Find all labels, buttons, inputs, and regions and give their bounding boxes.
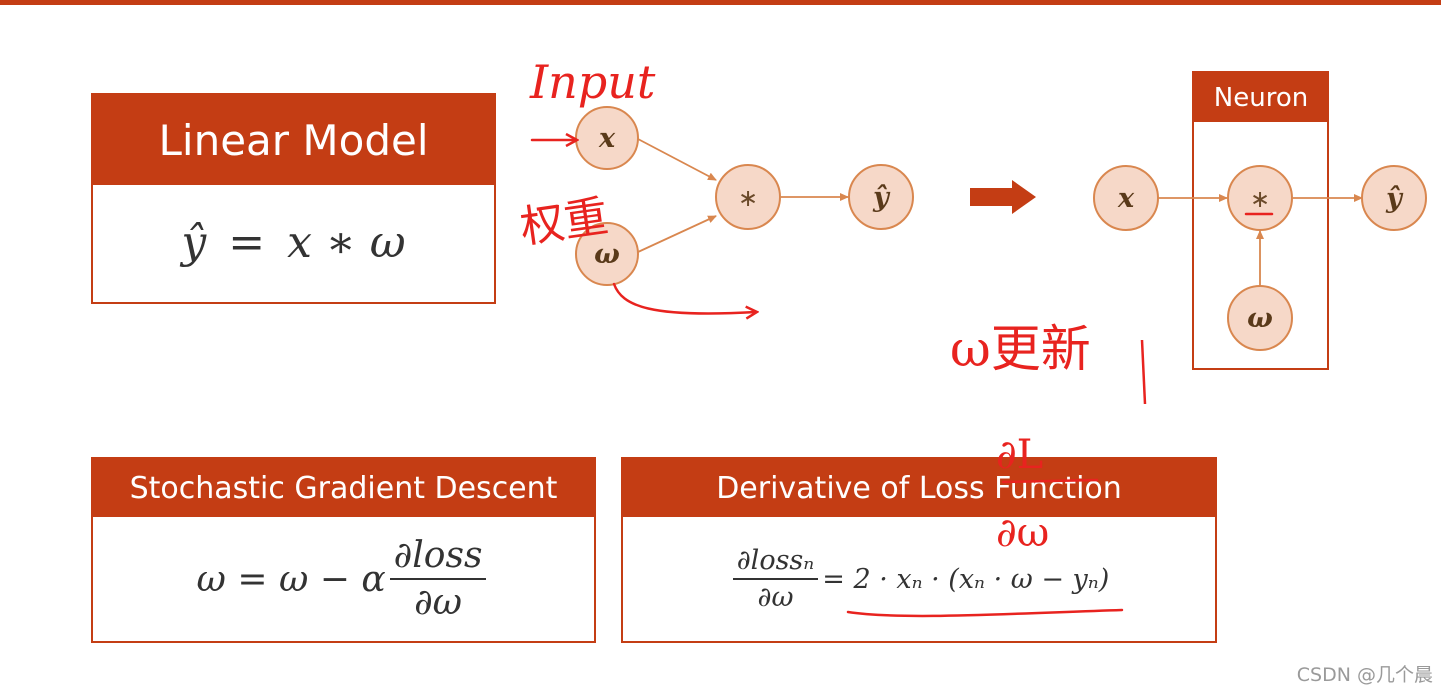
derivative-box: Derivative of Loss Function ∂lossₙ ∂ω = … xyxy=(621,457,1217,643)
neuron-header xyxy=(1193,72,1328,122)
sgd-formula: ω = ω − α ∂loss ∂ω xyxy=(93,517,594,641)
derivative-formula: ∂lossₙ ∂ω = 2 · xₙ · (xₙ · ω − yₙ) xyxy=(623,517,1215,641)
ink-partial-l: ∂L xyxy=(996,432,1043,478)
sgd-box: Stochastic Gradient Descent ω = ω − α ∂l… xyxy=(91,457,596,643)
node-right-y-hat-label: ŷ xyxy=(1385,183,1404,214)
sgd-denominator: ∂ω xyxy=(414,582,463,623)
formula-rhs: x ∗ ω xyxy=(287,217,406,268)
sgd-lhs: ω = ω − α xyxy=(196,558,386,600)
node-x-label: x xyxy=(598,123,616,154)
node-right-multiply xyxy=(1227,165,1293,231)
sgd-title: Stochastic Gradient Descent xyxy=(93,459,594,517)
edge-w-to-mul xyxy=(637,215,717,253)
ink-w-update-tail xyxy=(1140,339,1147,405)
sgd-fraction: ∂loss ∂ω xyxy=(389,535,487,623)
linear-model-box: Linear Model ŷ = x ∗ ω xyxy=(91,93,496,304)
derivative-rhs: = 2 · xₙ · (xₙ · ω − yₙ) xyxy=(822,563,1110,595)
node-right-w-label: ω xyxy=(1247,303,1273,334)
node-w-label: ω xyxy=(594,239,620,270)
node-right-x xyxy=(1093,165,1159,231)
node-multiply-label: ∗ xyxy=(738,184,758,212)
neuron-title: Neuron xyxy=(1214,83,1308,113)
derivative-title: Derivative of Loss Function xyxy=(623,459,1215,517)
linear-model-formula: ŷ = x ∗ ω xyxy=(93,185,494,300)
edge-x-to-mul xyxy=(637,138,717,181)
node-y-hat xyxy=(848,164,914,230)
formula-equals: = xyxy=(228,217,266,268)
node-right-x-label: x xyxy=(1117,183,1135,214)
ink-weight-label: 权重 xyxy=(517,191,611,254)
slide-top-bar xyxy=(0,0,1441,5)
derivative-numerator: ∂lossₙ xyxy=(732,545,819,580)
node-right-w xyxy=(1227,285,1293,351)
ink-fraction-bar xyxy=(1001,478,1099,484)
formula-lhs: ŷ xyxy=(181,217,207,268)
node-w xyxy=(575,222,639,286)
ink-w-curve-arrow xyxy=(612,282,756,314)
derivative-fraction: ∂lossₙ ∂ω xyxy=(732,545,819,613)
transform-arrow-icon xyxy=(970,180,1036,214)
sgd-numerator: ∂loss xyxy=(389,535,487,580)
csdn-watermark: CSDN @几个晨 xyxy=(1296,664,1433,686)
ink-underline-formula xyxy=(846,608,1124,618)
node-multiply xyxy=(715,164,781,230)
ink-partial-w: ∂ω xyxy=(996,510,1049,556)
ink-w-update-label: ω更新 xyxy=(950,320,1091,378)
derivative-denominator: ∂ω xyxy=(757,582,794,613)
node-right-y-hat xyxy=(1361,165,1427,231)
ink-input-label: Input xyxy=(529,55,656,109)
node-right-multiply-label: ∗ xyxy=(1250,185,1270,213)
node-y-hat-label: ŷ xyxy=(872,182,891,213)
linear-model-title: Linear Model xyxy=(93,95,494,185)
